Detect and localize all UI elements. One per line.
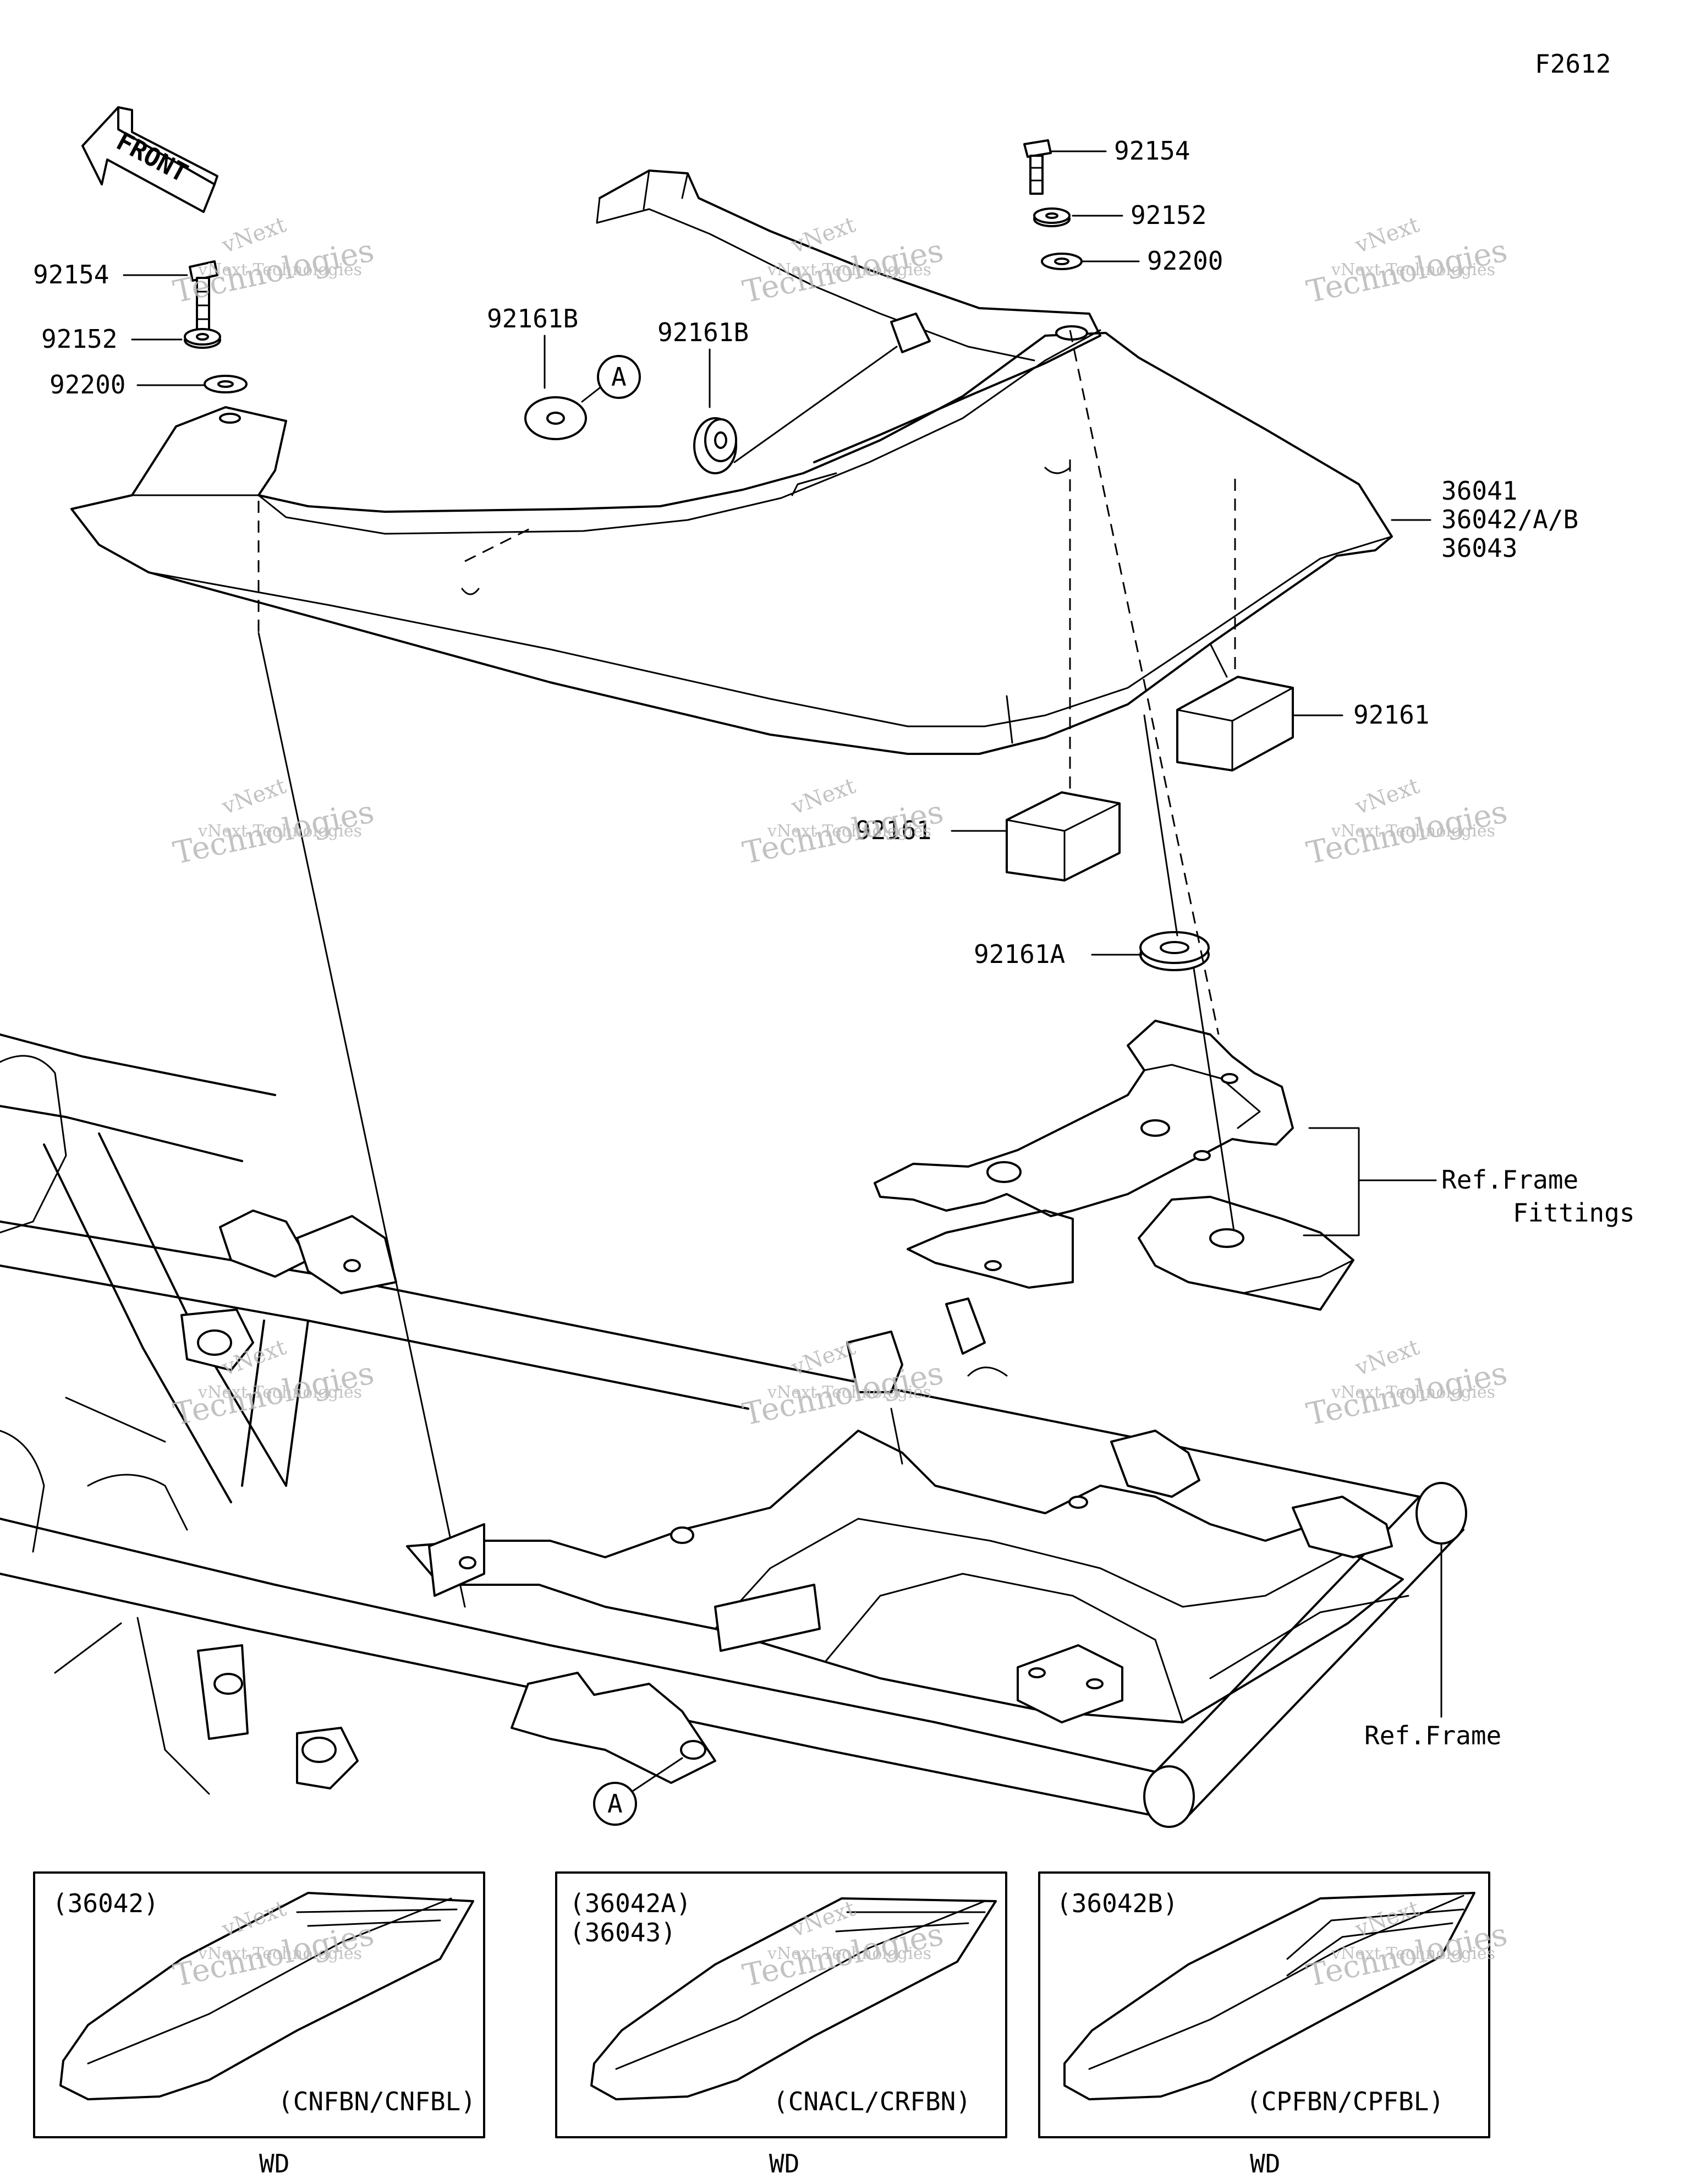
svg-text:vNext: vNext (788, 773, 859, 820)
svg-text:vNext Technologies: vNext Technologies (197, 822, 362, 841)
variant-2-code-2: (36043) (569, 1918, 676, 1947)
svg-text:Technologies: Technologies (170, 1355, 377, 1433)
label-92154-right: 92154 (1114, 136, 1190, 166)
variant-box-3: (36042B) (CPFBN/CPFBL) (1038, 1871, 1490, 2138)
variant-box-2: (36042A) (36043) (CNACL/CRFBN) (555, 1871, 1007, 2138)
front-arrow-text: FRONT (112, 126, 193, 188)
svg-text:Technologies: Technologies (1303, 794, 1510, 872)
watermark: vNext Technologies Technologies vNext (739, 1896, 946, 1994)
svg-text:vNext: vNext (1352, 1896, 1423, 1942)
svg-text:vNext: vNext (218, 212, 289, 259)
svg-text:vNext Technologies: vNext Technologies (1331, 822, 1495, 841)
svg-text:vNext: vNext (788, 1896, 859, 1942)
svg-text:vNext: vNext (1352, 773, 1423, 820)
variant-2-colors: (CNACL/CRFBN) (773, 2087, 971, 2116)
variant-3-colors: (CPFBN/CPFBL) (1246, 2087, 1444, 2116)
watermark: vNext Technologies Technologies vNext (1303, 1334, 1510, 1433)
svg-text:vNext Technologies: vNext Technologies (767, 1944, 931, 1963)
label-36043: 36043 (1441, 533, 1517, 563)
svg-text:vNext Technologies: vNext Technologies (1331, 1383, 1495, 1402)
label-92152-right: 92152 (1131, 200, 1206, 230)
svg-text:vNext Technologies: vNext Technologies (767, 822, 931, 841)
svg-text:vNext Technologies: vNext Technologies (197, 1944, 362, 1963)
watermark: vNext Technologies Technologies vNext (1303, 773, 1510, 872)
label-92161B-left: 92161B (487, 304, 578, 333)
svg-text:vNext: vNext (1352, 212, 1423, 259)
callout-a-bottom (593, 1782, 637, 1826)
variant-1-code: (36042) (52, 1889, 159, 1918)
svg-text:Technologies: Technologies (739, 794, 946, 872)
svg-text:vNext: vNext (218, 773, 289, 820)
svg-text:vNext: vNext (218, 1896, 289, 1942)
variant-3-code: (36042B) (1056, 1889, 1178, 1918)
svg-text:Technologies: Technologies (1303, 1355, 1510, 1433)
label-92161B-right: 92161B (657, 318, 749, 347)
callout-a-top-text: A (611, 362, 627, 392)
label-92154-left: 92154 (33, 260, 109, 289)
watermark: vNext Technologies Technologies vNext (739, 212, 946, 310)
right-bolt-stack (1023, 139, 1083, 270)
variant-2-code: (36042A) (569, 1889, 692, 1918)
front-arrow-icon: FRONT (81, 106, 218, 213)
svg-text:vNext: vNext (788, 1334, 859, 1381)
svg-text:vNext Technologies: vNext Technologies (767, 1383, 931, 1402)
diagram-code: F2612 (1535, 49, 1611, 79)
watermark: vNext Technologies Technologies vNext (1303, 1896, 1510, 1994)
seat-cover-36041 (70, 169, 1393, 755)
label-36042: 36042/A/B (1441, 505, 1578, 534)
label-ref-frame-fittings-2: Fittings (1513, 1198, 1635, 1228)
main-frame (0, 1033, 1467, 1828)
label-36041: 36041 (1441, 476, 1517, 506)
label-92161A: 92161A (974, 939, 1065, 969)
callout-a-bottom-text: A (607, 1789, 623, 1819)
svg-text:vNext: vNext (1352, 1334, 1423, 1381)
watermark-layer: vNext Technologies Technologies vNext vN… (170, 212, 1510, 1994)
grommet-92161A (1139, 931, 1210, 971)
variant-1-colors: (CNFBN/CNFBL) (278, 2087, 476, 2116)
svg-text:vNext Technologies: vNext Technologies (197, 260, 362, 280)
variant-2-suffix: WD (769, 2149, 799, 2178)
label-ref-frame: Ref.Frame (1364, 1721, 1501, 1750)
watermark: vNext Technologies Technologies vNext (739, 773, 946, 872)
variant-box-1: (36042) (CNFBN/CNFBL) (33, 1871, 485, 2138)
svg-text:Technologies: Technologies (170, 794, 377, 872)
variant-1-suffix: WD (259, 2149, 289, 2178)
svg-text:vNext Technologies: vNext Technologies (197, 1383, 362, 1402)
frame-fittings (874, 1020, 1354, 1311)
left-bolt-stack (184, 260, 248, 393)
label-92161-left: 92161 (855, 815, 931, 845)
grommet-92161B-right (693, 417, 737, 474)
svg-text:Technologies: Technologies (1303, 233, 1510, 310)
svg-text:Technologies: Technologies (170, 1917, 377, 1994)
label-92152-left: 92152 (41, 324, 117, 354)
pad-92161-right (1176, 676, 1294, 771)
svg-text:vNext Technologies: vNext Technologies (1331, 1944, 1495, 1963)
pad-92161-left (1006, 791, 1121, 882)
label-ref-frame-fittings-1: Ref.Frame (1441, 1165, 1578, 1195)
watermark: vNext Technologies Technologies vNext (170, 773, 377, 872)
svg-text:Technologies: Technologies (170, 233, 377, 310)
label-92161-right: 92161 (1353, 700, 1429, 730)
label-92200-left: 92200 (50, 370, 125, 399)
callout-a-top (597, 355, 641, 399)
watermark: vNext Technologies Technologies vNext (170, 212, 377, 310)
label-92200-right: 92200 (1147, 246, 1223, 276)
svg-text:Technologies: Technologies (739, 1355, 946, 1433)
variant-3-suffix: WD (1250, 2149, 1280, 2178)
svg-text:vNext Technologies: vNext Technologies (1331, 260, 1495, 280)
watermark: vNext Technologies Technologies vNext (1303, 212, 1510, 310)
watermark: vNext Technologies Technologies vNext (739, 1334, 946, 1433)
svg-text:vNext Technologies: vNext Technologies (767, 260, 931, 280)
